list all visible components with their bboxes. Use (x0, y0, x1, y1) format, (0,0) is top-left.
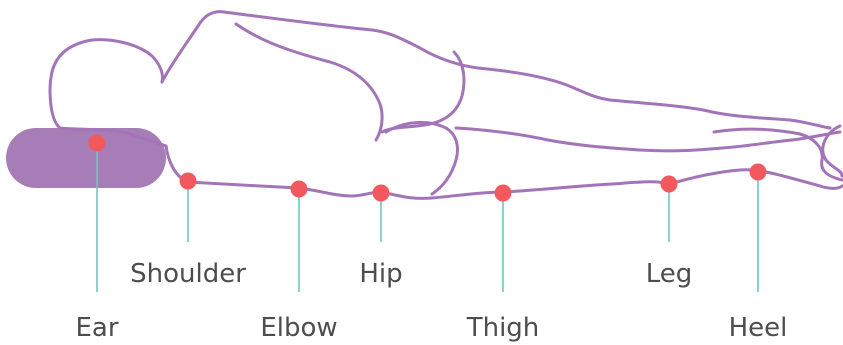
marker-elbow (291, 181, 308, 198)
arm-curve-outline (236, 24, 382, 140)
marker-hip (373, 185, 390, 202)
label-leg: Leg (646, 259, 693, 289)
marker-ear (89, 135, 106, 152)
label-shoulder: Shoulder (130, 259, 246, 289)
label-elbow: Elbow (260, 313, 337, 343)
torso-front-outline (382, 52, 464, 132)
pressure-markers (89, 135, 767, 202)
label-ear: Ear (75, 313, 118, 343)
body-outline (50, 12, 842, 199)
back-outline (478, 68, 830, 128)
label-thigh: Thigh (466, 313, 540, 343)
label-hip: Hip (359, 259, 402, 289)
marker-shoulder (180, 173, 197, 190)
marker-thigh (495, 185, 512, 202)
hip-outline (386, 122, 458, 194)
shoulder-top-outline (162, 12, 478, 82)
marker-heel (750, 164, 767, 181)
head-outline (50, 40, 166, 146)
label-heel: Heel (729, 313, 788, 343)
labels: Ear Shoulder Elbow Hip Thigh Leg Heel (75, 259, 787, 343)
marker-leg (661, 176, 678, 193)
